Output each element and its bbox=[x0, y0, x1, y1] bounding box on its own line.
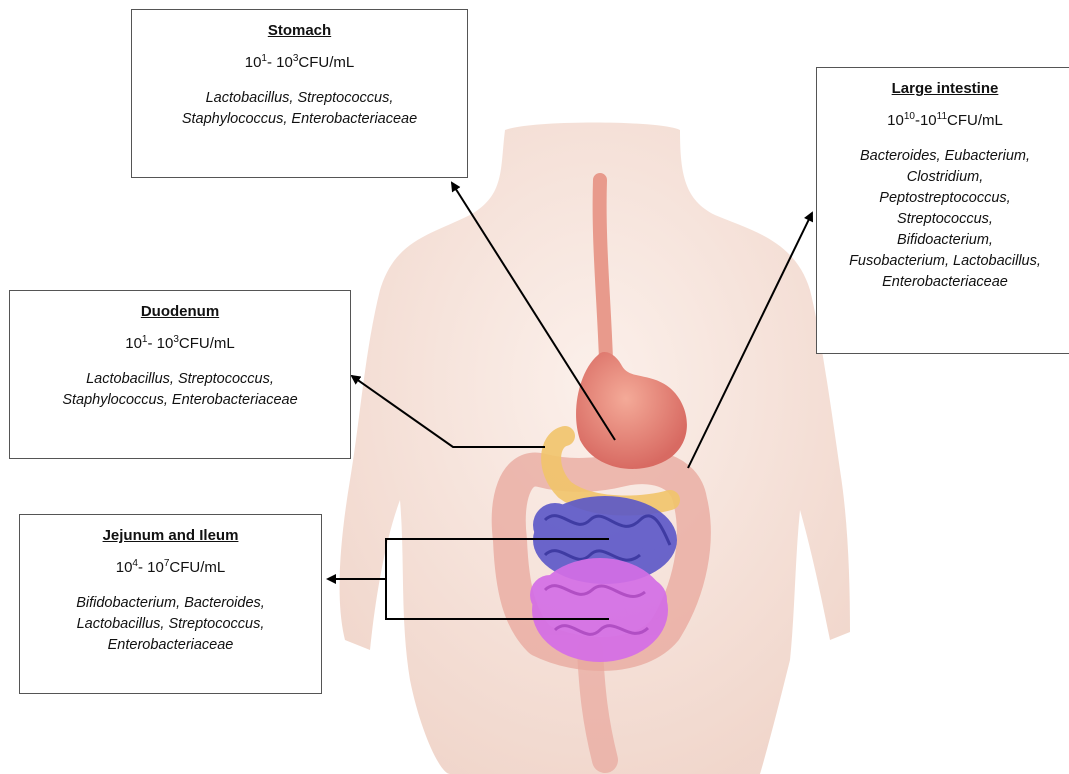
duodenum-concentration: 101- 103CFU/mL bbox=[16, 334, 344, 352]
stomach-bacteria: Lactobacillus, Streptococcus, Staphyloco… bbox=[138, 88, 461, 130]
esophagus bbox=[600, 180, 606, 360]
jejunum-ileum-bacteria: Bifidobacterium, Bacteroides, Lactobacil… bbox=[26, 593, 315, 656]
stomach-concentration: 101- 103CFU/mL bbox=[138, 53, 461, 71]
large-intestine-concentration: 1010-1011CFU/mL bbox=[823, 111, 1067, 129]
jejunum-ileum-label-box: Jejunum and Ileum 104- 107CFU/mL Bifidob… bbox=[19, 514, 322, 694]
stomach-label-box: Stomach 101- 103CFU/mL Lactobacillus, St… bbox=[131, 9, 468, 178]
duodenum-title: Duodenum bbox=[16, 303, 344, 320]
jejunum-ileum-concentration: 104- 107CFU/mL bbox=[26, 558, 315, 576]
large-intestine-bacteria: Bacteroides, Eubacterium, Clostridium, P… bbox=[823, 146, 1067, 293]
stomach-title: Stomach bbox=[138, 22, 461, 39]
large-intestine-label-box: Large intestine 1010-1011CFU/mL Bacteroi… bbox=[816, 67, 1069, 354]
duodenum-bacteria: Lactobacillus, Streptococcus, Staphyloco… bbox=[16, 369, 344, 411]
duodenum-label-box: Duodenum 101- 103CFU/mL Lactobacillus, S… bbox=[9, 290, 351, 459]
large-intestine-title: Large intestine bbox=[823, 80, 1067, 97]
jejunum-ileum-title: Jejunum and Ileum bbox=[26, 527, 315, 544]
